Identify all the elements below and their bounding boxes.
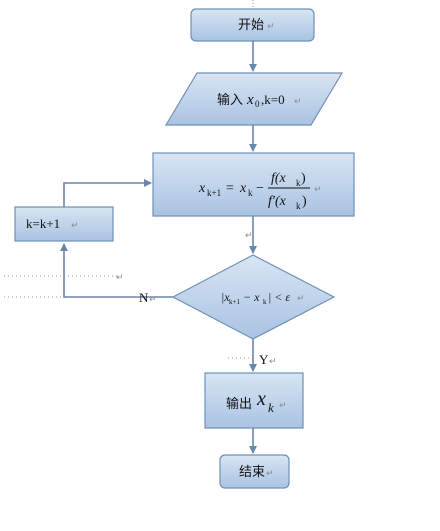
paragraph-mark: ↵ <box>297 294 305 304</box>
formula-denominator: f′(x <box>268 194 287 209</box>
start-node: 开始 ↵ <box>190 8 315 42</box>
output-sub: k <box>268 400 274 415</box>
formula-node: x k+1 = x k − f(x k ) f′(x k ) ↵ <box>152 152 355 217</box>
input-label-prefix: 输入 <box>217 92 243 108</box>
paragraph-mark: ↵ <box>279 401 287 411</box>
paragraph-mark: ↵ <box>314 185 322 195</box>
decision-close: | < ε <box>268 290 290 304</box>
input-sub: 0 <box>255 99 260 109</box>
output-node: 输出 x k ↵ <box>204 372 304 429</box>
formula-lhs-var: x <box>198 181 206 196</box>
increment-label: k=k+1 <box>26 216 60 231</box>
paragraph-mark: ↵ <box>149 295 157 305</box>
decision-sub2: k <box>263 298 267 306</box>
increment-node: k=k+1 ↵ <box>14 206 114 242</box>
formula-rhs-sub: k <box>248 188 253 198</box>
formula-eq: = <box>226 181 234 196</box>
decision-mid: − x <box>243 290 260 304</box>
input-label-suffix: ,k=0 <box>261 92 285 107</box>
formula-den-close: ) <box>302 194 307 209</box>
no-label: N <box>139 290 149 305</box>
paragraph-mark: ↵ <box>245 231 253 241</box>
paragraph-mark: ↵ <box>116 273 124 283</box>
formula-num-sub: k <box>296 178 301 188</box>
end-node: 结束 ↵ <box>219 454 290 489</box>
formula-den-sub: k <box>296 201 301 211</box>
arrow-no-branch <box>60 243 173 298</box>
start-label: 开始 <box>238 18 264 33</box>
paragraph-mark: ↵ <box>294 97 302 107</box>
end-label: 结束 <box>239 465 265 480</box>
paragraph-mark: ↵ <box>269 357 277 367</box>
formula-num-close: ) <box>301 171 306 186</box>
formula-numerator: f(x <box>271 171 287 186</box>
paragraph-mark: ↵ <box>267 22 275 32</box>
paragraph-mark: ↵ <box>266 469 274 479</box>
decision-node: |x k+1 − x k | < ε ↵ <box>171 254 336 340</box>
arrow-loop-back <box>63 179 152 207</box>
decision-sub1: k+1 <box>229 298 240 306</box>
decision-open: |x <box>221 290 230 304</box>
formula-rhs-var: x <box>239 181 247 196</box>
output-label-prefix: 输出 <box>226 396 252 412</box>
yes-label: Y <box>259 352 269 367</box>
input-node: 输入 x 0 ,k=0 ↵ <box>164 72 344 126</box>
formula-minus: − <box>256 181 264 196</box>
output-var: x <box>256 388 266 410</box>
formula-lhs-sub: k+1 <box>207 188 221 198</box>
input-var: x <box>246 92 254 108</box>
paragraph-mark: ↵ <box>71 221 79 231</box>
